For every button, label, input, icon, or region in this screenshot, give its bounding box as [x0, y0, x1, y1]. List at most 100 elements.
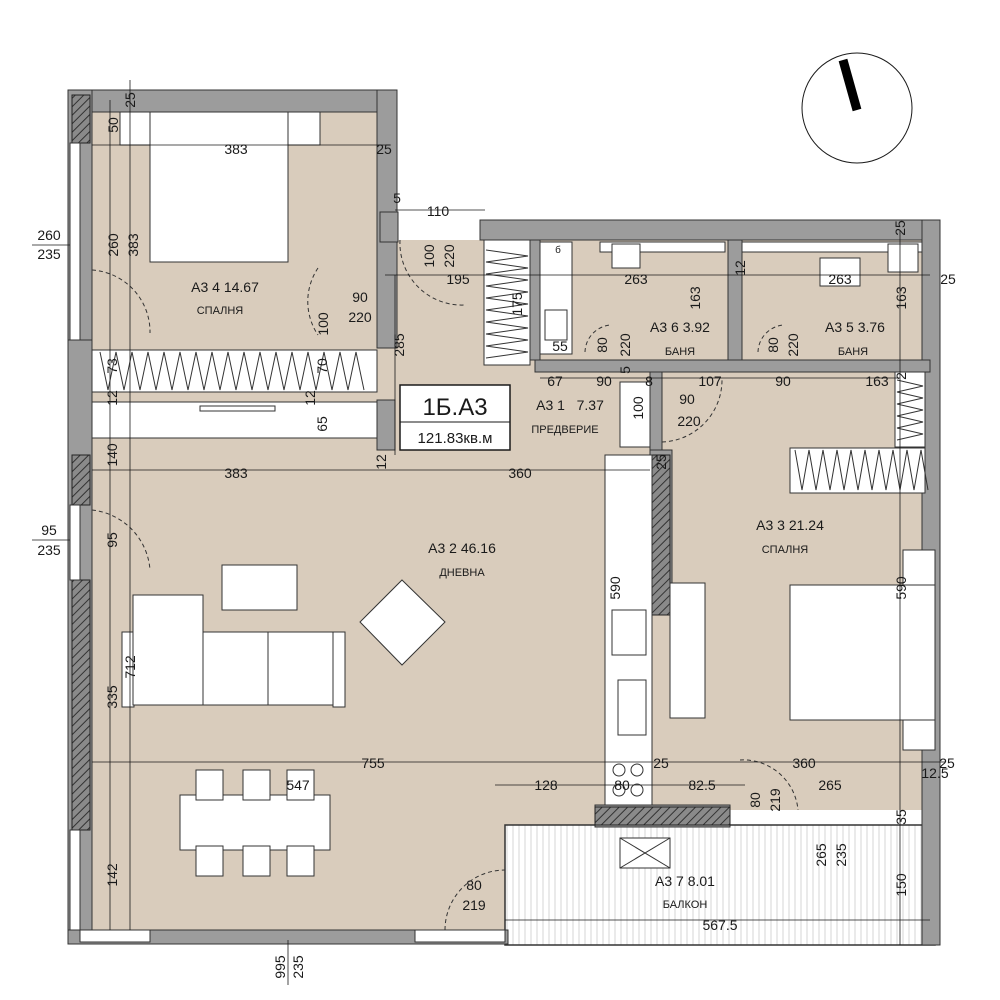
bathroom-fixtures — [539, 241, 923, 869]
dim-label: 90 — [679, 391, 695, 407]
room-bedroom-nw-type: СПАЛНЯ — [197, 305, 244, 317]
dim-label: 335 — [104, 685, 120, 709]
dim-label: 5 — [393, 190, 401, 206]
north-arrow — [801, 52, 913, 164]
dim-label: 220 — [348, 309, 372, 325]
bed-nw — [119, 111, 321, 263]
room-living-label: А3 2 46.16 — [428, 540, 496, 556]
dim-label: 110 — [427, 203, 450, 219]
dim-label: 128 — [534, 777, 558, 793]
dim-label: 220 — [617, 333, 633, 357]
dim-label: 142 — [104, 863, 120, 887]
apartment-title-block: 1Б.А3 121.83кв.м — [399, 384, 511, 451]
dim-label: 67 — [547, 373, 563, 389]
room-bath1-label: А3 6 3.92 — [650, 319, 710, 335]
dim-label: 755 — [361, 755, 385, 771]
room-living-type: ДНЕВНА — [439, 567, 485, 579]
dim-label: 285 — [391, 333, 407, 357]
dim-label: 65 — [314, 416, 330, 432]
dim-label: 25 — [653, 454, 669, 470]
dim-label: 220 — [441, 244, 457, 268]
dim-label: 73 — [104, 358, 120, 374]
dim-label: 12.5 — [921, 765, 948, 781]
room-bedroom-e-label: А3 3 21.24 — [756, 517, 824, 533]
dim-label: 260 — [37, 227, 61, 243]
dim-label: 25 — [653, 755, 669, 771]
dim-label: 80 — [747, 792, 763, 808]
dim-label: 80 — [466, 877, 482, 893]
living-furniture — [121, 564, 446, 877]
dim-label: 195 — [446, 271, 470, 287]
dim-label: 95 — [41, 522, 57, 538]
dim-label: 50 — [105, 117, 121, 133]
dim-label: 150 — [893, 873, 909, 897]
dim-label: 107 — [698, 373, 722, 389]
room-balcony-label: А3 7 8.01 — [655, 873, 715, 889]
dim-label: 235 — [290, 955, 306, 979]
room-hall-label: А3 1 7.37 — [536, 397, 604, 413]
windows — [69, 142, 506, 943]
dim-label: 590 — [893, 576, 909, 600]
dim-label: 80 — [594, 337, 610, 353]
dim-label: 70 — [314, 358, 330, 374]
dim-label: 219 — [767, 788, 783, 812]
dim-label: 25 — [122, 92, 138, 108]
dim-label: 360 — [792, 755, 816, 771]
dim-label: 100 — [630, 396, 646, 420]
dim-label: 995 — [272, 955, 288, 979]
dim-label: 25 — [939, 755, 955, 771]
dim-label: 219 — [462, 897, 486, 913]
dim-label: 25 — [892, 220, 908, 236]
dim-label: 220 — [677, 413, 701, 429]
dim-label: 263 — [624, 271, 648, 287]
dim-label: 90 — [596, 373, 612, 389]
dim-label: 265 — [813, 843, 829, 867]
dim-label: 163 — [865, 373, 889, 389]
dim-label: 360 — [508, 465, 532, 481]
dim-label: б — [555, 244, 561, 256]
dim-label: 80 — [765, 337, 781, 353]
kitchen-counter — [604, 454, 653, 806]
dim-label: 90 — [775, 373, 791, 389]
dim-label: 590 — [607, 576, 623, 600]
dim-label: 235 — [37, 246, 61, 262]
dim-label: 383 — [224, 465, 248, 481]
dim-label: 12 — [732, 260, 748, 276]
dim-label: 175 — [509, 292, 525, 316]
wall-hatches — [71, 94, 731, 831]
apartment-code: 1Б.А3 — [422, 394, 487, 421]
dim-label: 140 — [104, 443, 120, 467]
balcony-floor — [504, 824, 936, 946]
dim-label: 547 — [286, 777, 310, 793]
dim-label: 5 — [617, 366, 633, 374]
dim-label: 12 — [302, 390, 318, 406]
dim-label: 55 — [552, 338, 568, 354]
dim-label: 25 — [940, 271, 956, 287]
dim-label: 235 — [37, 542, 61, 558]
room-bath2-label: А3 5 3.76 — [825, 319, 885, 335]
room-bath1-type: БАНЯ — [665, 346, 695, 358]
dim-label: 265 — [818, 777, 842, 793]
dim-label: 12 — [104, 390, 120, 406]
dim-label: 35 — [893, 809, 909, 825]
dim-label: 260 — [105, 233, 121, 257]
dim-label: 100 — [421, 244, 437, 268]
room-balcony-type: БАЛКОН — [663, 899, 708, 911]
room-labels: А3 4 14.67 СПАЛНЯ А3 2 46.16 ДНЕВНА А3 1… — [191, 279, 885, 911]
dim-label: 25 — [376, 141, 392, 157]
room-hall-type: ПРЕДВЕРИЕ — [531, 424, 598, 436]
dimension-lines — [32, 80, 945, 985]
dim-label: 567.5 — [702, 917, 737, 933]
dimension-labels: 383 25 50 25 260 383 5 110 100 220 195 1… — [37, 92, 956, 979]
dim-label: 263 — [828, 271, 852, 287]
dim-label: 163 — [893, 286, 909, 310]
apartment-area: 121.83кв.м — [418, 430, 493, 447]
dim-label: 383 — [125, 233, 141, 257]
dim-label: 12 — [373, 454, 389, 470]
dim-label: 95 — [104, 532, 120, 548]
room-bedroom-e-type: СПАЛНЯ — [762, 544, 809, 556]
dim-label: 712 — [122, 655, 138, 679]
door-swings — [91, 239, 799, 931]
dim-label: 383 — [224, 141, 248, 157]
